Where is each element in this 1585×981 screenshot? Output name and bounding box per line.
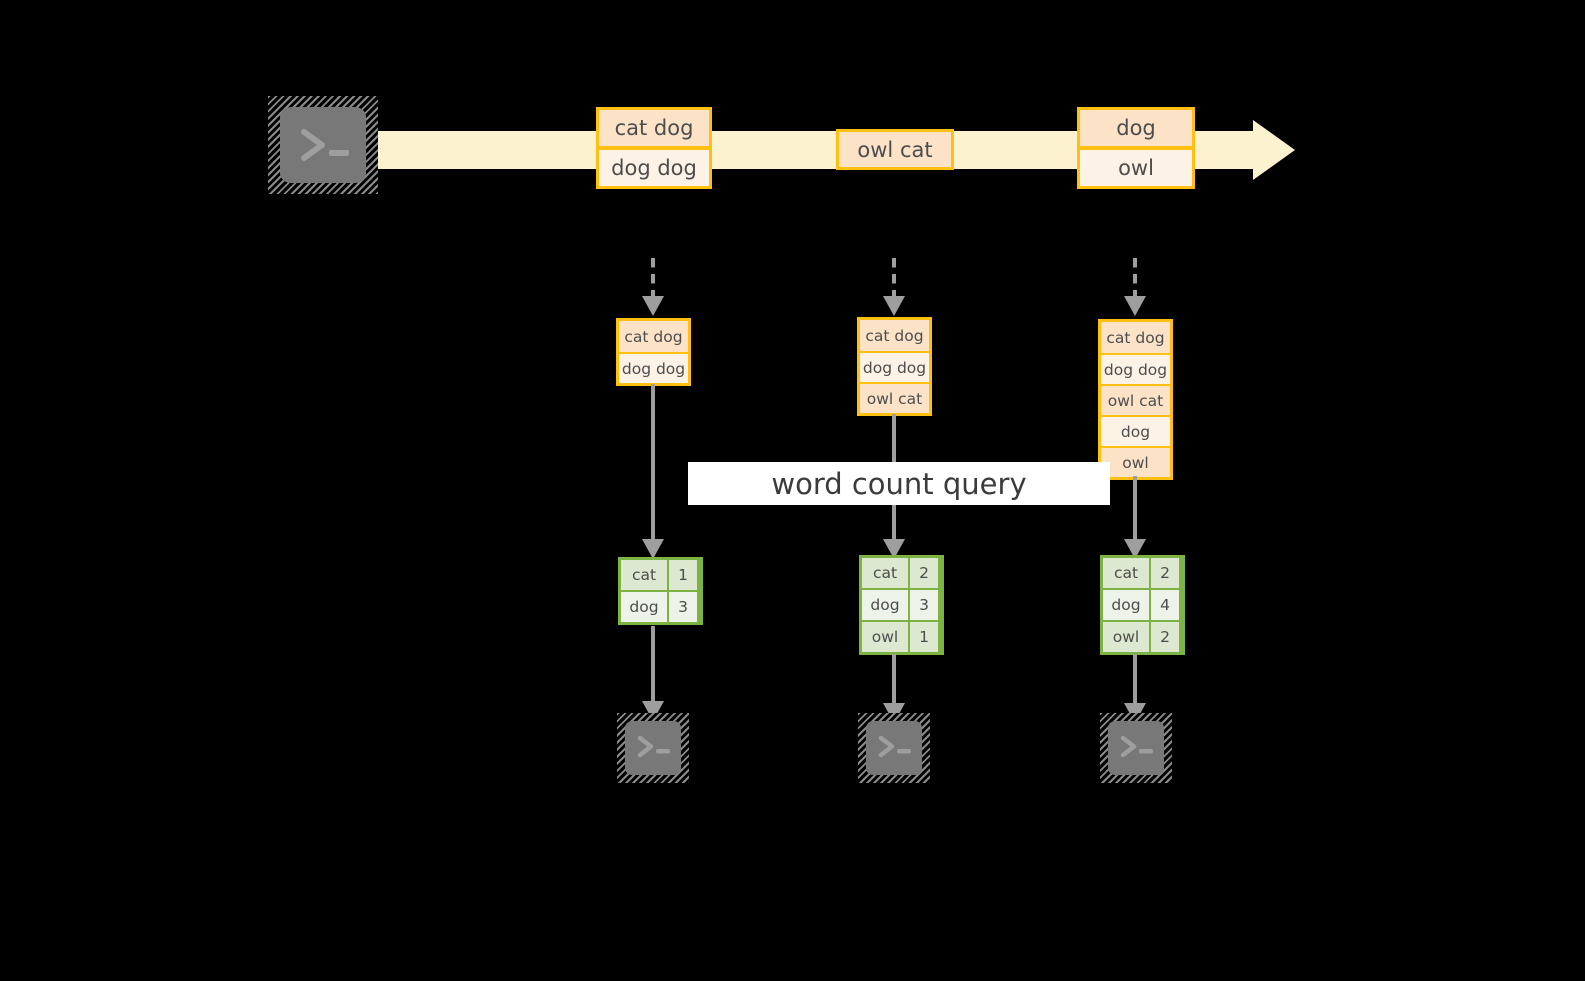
cell-word: cat xyxy=(621,560,667,590)
cell-word: cat xyxy=(862,558,908,588)
query-banner: word count query xyxy=(688,462,1110,505)
cell-word: dog xyxy=(621,592,667,622)
cell-count: 4 xyxy=(1151,590,1179,620)
cell-count: 1 xyxy=(669,560,697,590)
accumulated-messages-stack[interactable]: cat dog dog dog xyxy=(616,318,691,386)
stream-to-state-arrow xyxy=(880,258,908,320)
accumulated-messages-stack[interactable]: cat dog dog dog owl cat xyxy=(857,317,932,416)
accumulated-message: cat dog xyxy=(619,321,688,352)
accumulated-message: dog dog xyxy=(619,352,688,383)
accumulated-message: dog dog xyxy=(860,351,929,382)
table-row: owl 1 xyxy=(862,622,941,652)
prompt-glyph-icon xyxy=(301,129,349,161)
cell-count: 3 xyxy=(669,592,697,622)
terminal-body xyxy=(625,721,681,775)
accumulated-message: dog dog xyxy=(1101,353,1170,384)
stream-message[interactable]: owl xyxy=(1077,147,1195,189)
accumulated-message: dog xyxy=(1101,415,1170,446)
terminal-body xyxy=(866,721,922,775)
stream-message[interactable]: cat dog xyxy=(596,107,712,149)
consumer-terminal-icon[interactable] xyxy=(617,713,689,783)
word-count-result-table[interactable]: cat 1 dog 3 xyxy=(618,557,703,625)
word-count-result-table[interactable]: cat 2 dog 4 owl 2 xyxy=(1100,555,1185,655)
cell-count: 2 xyxy=(1151,622,1179,652)
stream-to-state-arrow xyxy=(639,258,667,320)
cell-word: dog xyxy=(862,590,908,620)
table-row: owl 2 xyxy=(1103,622,1182,652)
table-row: dog 4 xyxy=(1103,590,1182,620)
state-to-result-arrow xyxy=(639,384,667,562)
stream-message[interactable]: dog xyxy=(1077,107,1195,149)
cell-word: dog xyxy=(1103,590,1149,620)
consumer-terminal-icon[interactable] xyxy=(1100,713,1172,783)
prompt-glyph-icon xyxy=(637,735,670,758)
accumulated-message: owl xyxy=(1101,446,1170,477)
stream-to-state-arrow xyxy=(1121,258,1149,320)
stream-message[interactable]: dog dog xyxy=(596,147,712,189)
cell-word: owl xyxy=(862,622,908,652)
prompt-glyph-icon xyxy=(1120,735,1153,758)
producer-terminal-icon[interactable] xyxy=(268,96,378,194)
prompt-glyph-icon xyxy=(878,735,911,758)
terminal-body xyxy=(1108,721,1164,775)
accumulated-message: owl cat xyxy=(1101,384,1170,415)
cell-count: 2 xyxy=(1151,558,1179,588)
accumulated-messages-stack[interactable]: cat dog dog dog owl cat dog owl xyxy=(1098,319,1173,480)
result-to-consumer-arrow xyxy=(639,626,667,724)
cell-word: cat xyxy=(1103,558,1149,588)
table-row: dog 3 xyxy=(621,592,700,622)
accumulated-message: cat dog xyxy=(860,320,929,351)
accumulated-message: cat dog xyxy=(1101,322,1170,353)
table-row: cat 1 xyxy=(621,560,700,590)
table-row: cat 2 xyxy=(1103,558,1182,588)
consumer-terminal-icon[interactable] xyxy=(858,713,930,783)
cell-word: owl xyxy=(1103,622,1149,652)
stream-arrow-head xyxy=(1253,120,1295,180)
cell-count: 1 xyxy=(910,622,938,652)
state-to-result-arrow xyxy=(1121,476,1149,562)
table-row: cat 2 xyxy=(862,558,941,588)
table-row: dog 3 xyxy=(862,590,941,620)
stream-message[interactable]: owl cat xyxy=(836,129,954,170)
word-count-result-table[interactable]: cat 2 dog 3 owl 1 xyxy=(859,555,944,655)
cell-count: 3 xyxy=(910,590,938,620)
cell-count: 2 xyxy=(910,558,938,588)
accumulated-message: owl cat xyxy=(860,382,929,413)
